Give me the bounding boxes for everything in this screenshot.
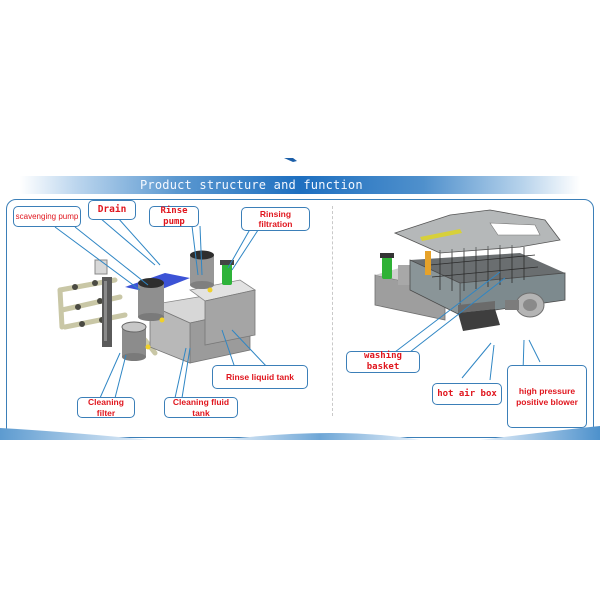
label-cleaning-fluid-tank: Cleaning fluid tank xyxy=(164,397,238,418)
label-rinse-pump: Rinse pump xyxy=(149,206,199,227)
bottom-wave-decoration xyxy=(0,424,600,442)
label-hot-air-box: hot air box xyxy=(432,383,502,405)
label-drain: Drain xyxy=(88,200,136,220)
label-cleaning-filter: Cleaning filter xyxy=(77,397,135,418)
label-washing-basket: washing basket xyxy=(346,351,420,373)
label-high-pressure-positive-blower: high pressure positive blower xyxy=(507,365,587,428)
section-title: Product structure and function xyxy=(140,178,363,192)
label-rinsing-filtration: Rinsing filtration xyxy=(241,207,310,231)
decorative-mark-icon xyxy=(284,157,298,163)
right-machine-illustration xyxy=(370,205,570,335)
left-machine-illustration xyxy=(40,235,290,375)
label-scavenging-pump: scavenging pump xyxy=(13,206,81,227)
label-rinse-liquid-tank: Rinse liquid tank xyxy=(212,365,308,389)
right-leader-lines xyxy=(394,271,541,381)
left-leader-lines xyxy=(0,0,330,440)
section-banner xyxy=(20,176,580,194)
panel-divider xyxy=(332,206,333,416)
